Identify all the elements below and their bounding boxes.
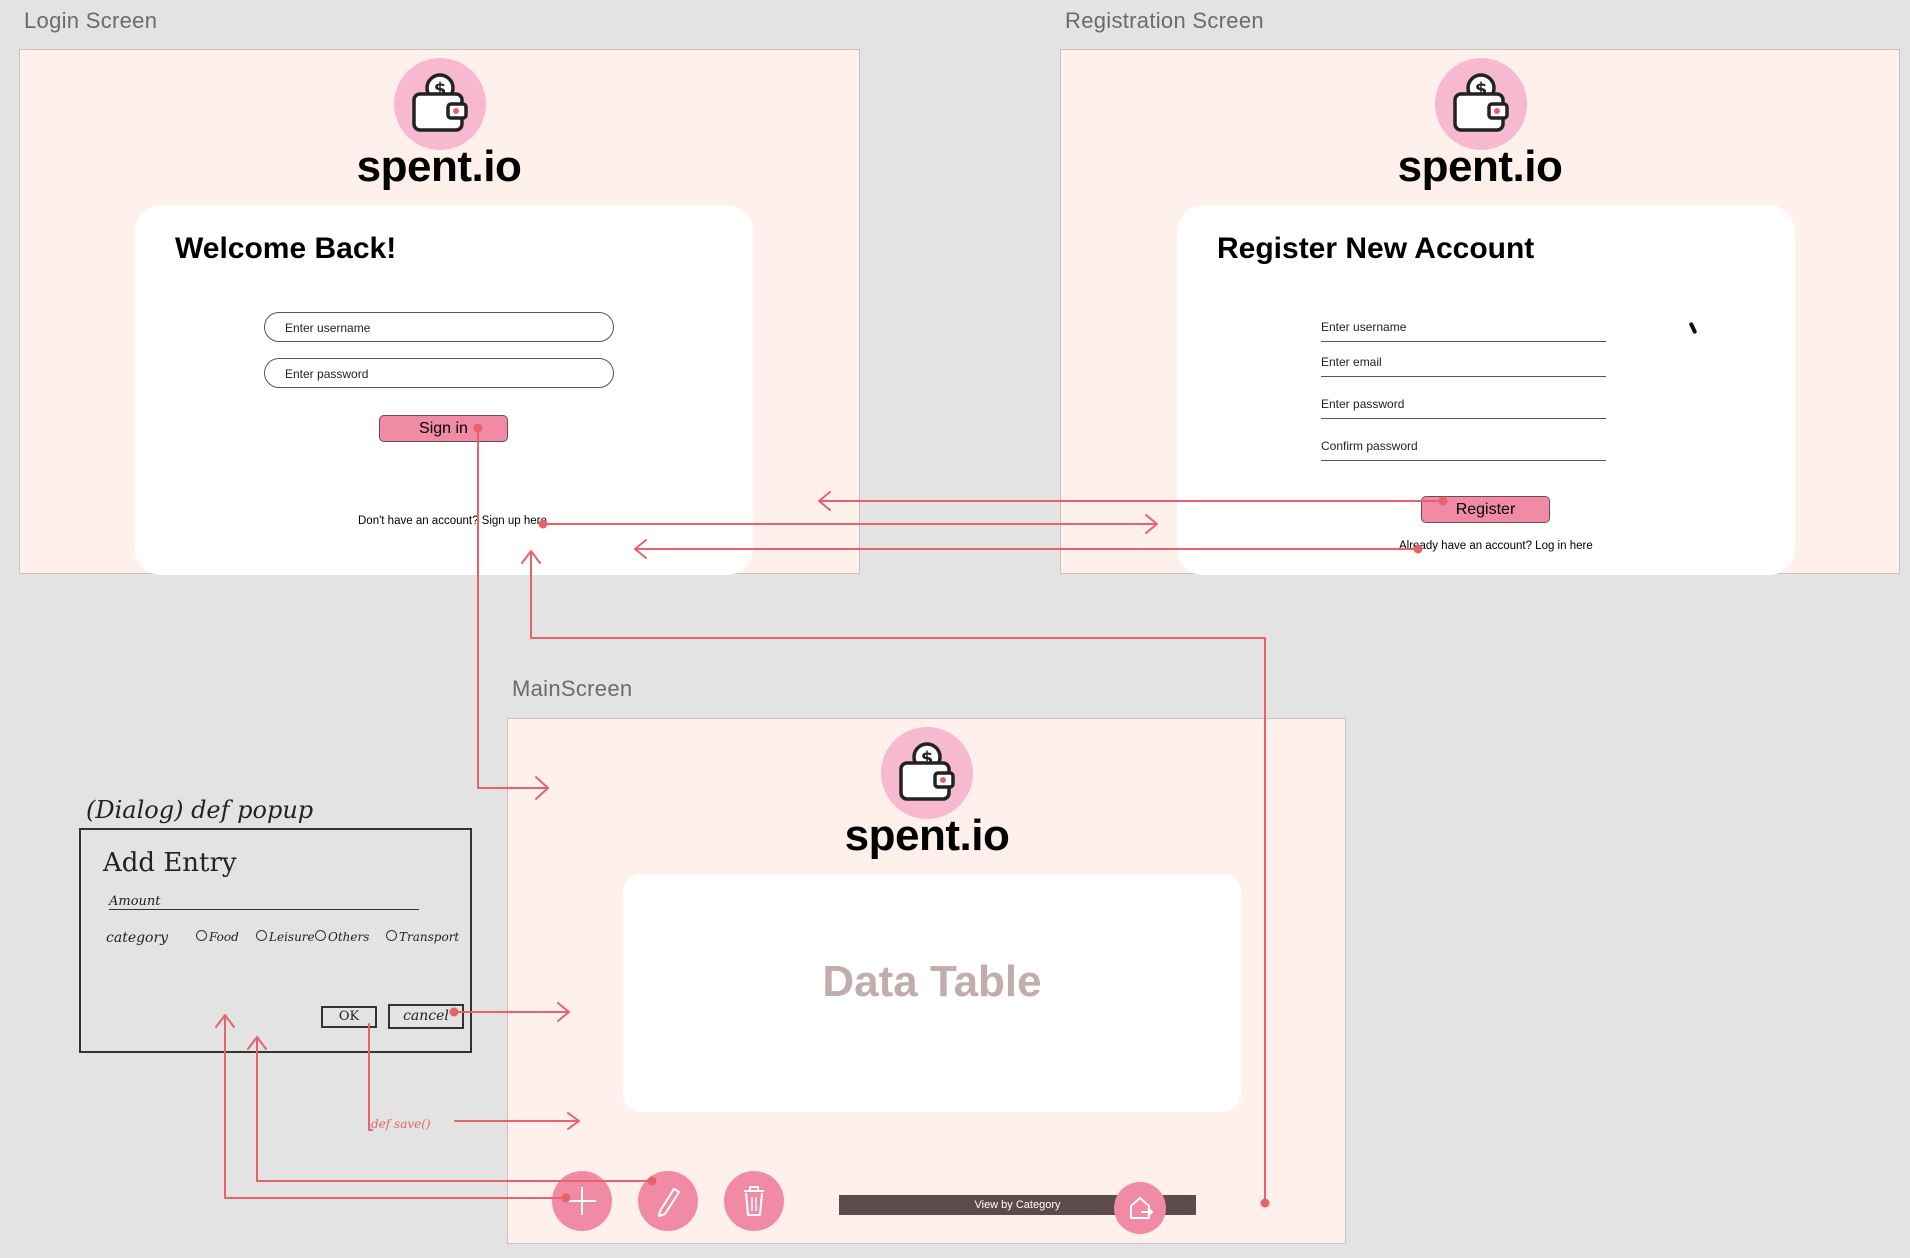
register-button[interactable]: Register [1421,496,1550,523]
edit-button[interactable] [638,1171,698,1231]
main-frame-label: MainScreen [512,676,633,701]
brand-name: spent.io [844,811,1010,860]
sketch-cancel-button[interactable]: cancel [388,1004,464,1029]
wallet-icon: $ [412,73,468,132]
login-card: Welcome Back! Enter username Enter passw… [135,205,753,575]
logout-icon [1130,1197,1154,1219]
logout-button[interactable] [1114,1182,1166,1234]
login-link[interactable]: Already have an account? Log in here [1399,540,1593,552]
reg-password-field[interactable]: Enter password [1321,395,1606,419]
main-screen-frame: $ spent.io Data Table View by Category [507,718,1346,1244]
data-table-card: Data Table [623,874,1241,1112]
reg-email-field[interactable]: Enter email [1321,353,1606,377]
sketch-category-label: category [106,930,169,946]
dialog-sketch-caption: (Dialog) def popup [86,796,314,824]
delete-button[interactable] [724,1171,784,1231]
wallet-icon: $ [1453,73,1509,132]
sketch-option: Leisure [256,930,315,944]
plus-icon [568,1187,596,1215]
login-title: Welcome Back! [175,232,397,265]
data-table-placeholder: Data Table [822,957,1042,1006]
login-frame-label: Login Screen [24,8,158,33]
password-input[interactable]: Enter password [264,358,614,388]
sketch-save-note: def save() [371,1117,431,1131]
sketch-ok-button[interactable]: OK [321,1006,377,1028]
pencil-icon [658,1188,680,1217]
logo-badge: $ [881,727,973,819]
logo-badge: $ [394,58,486,150]
logo-badge: $ [1435,58,1527,150]
dialog-sketch: Add Entry Amount category Food Leisure O… [79,828,472,1053]
sketch-option: Transport [386,930,459,944]
registration-frame-label: Registration Screen [1065,8,1264,33]
registration-screen-frame: $ spent.io Register New Account Enter us… [1060,49,1900,575]
login-screen-frame: $ spent.io Welcome Back! Enter username … [19,49,860,575]
sketch-amount-line [109,909,419,910]
register-title: Register New Account [1217,232,1535,265]
wallet-icon: $ [899,742,955,801]
brand-name: spent.io [1397,142,1563,191]
brand-name: spent.io [356,142,522,191]
sketch-title: Add Entry [103,848,237,878]
sketch-option: Food [196,930,239,944]
reg-confirm-field[interactable]: Confirm password [1321,437,1606,461]
add-button[interactable] [552,1171,612,1231]
sketch-option: Others [315,930,369,944]
sketch-amount-label: Amount [109,894,161,909]
trash-icon [744,1186,764,1216]
reg-username-field[interactable]: Enter username [1321,318,1606,342]
username-input[interactable]: Enter username [264,312,614,342]
register-card: Register New Account Enter username Ente… [1177,205,1795,575]
signup-link[interactable]: Don't have an account? Sign up here [358,515,547,527]
sign-in-button[interactable]: Sign in [379,415,508,442]
